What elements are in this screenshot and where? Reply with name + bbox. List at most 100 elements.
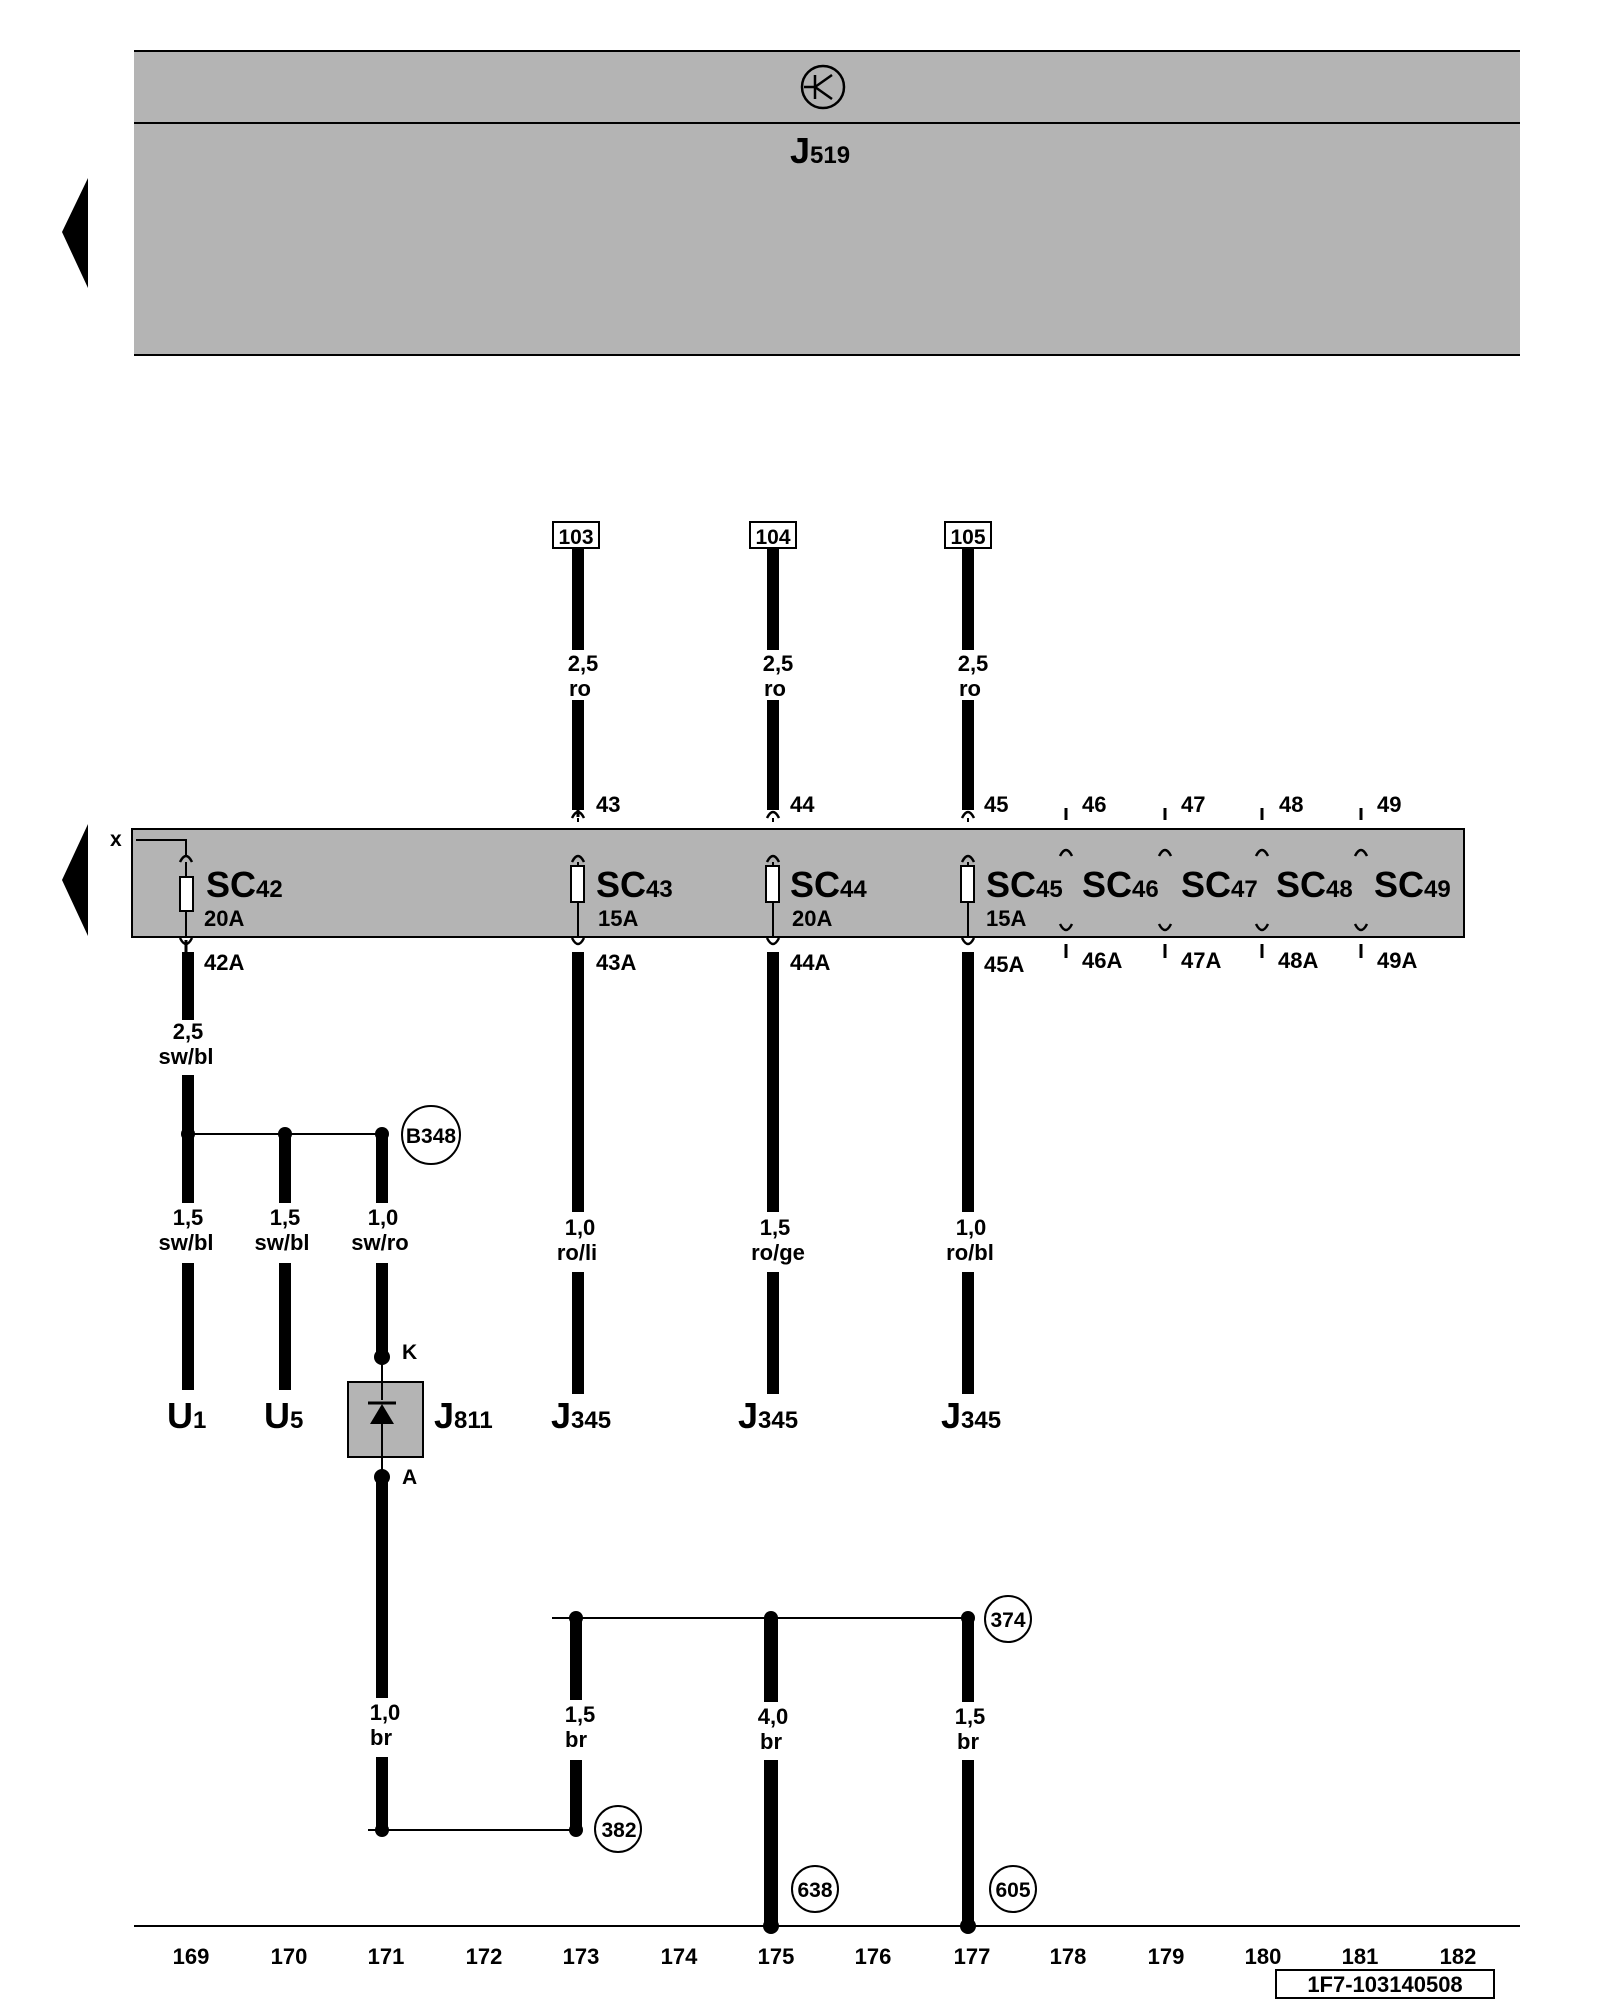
svg-text:br: br [760,1729,782,1754]
svg-text:382: 382 [601,1819,636,1842]
svg-text:1F7-103140508: 1F7-103140508 [1307,1972,1462,1997]
svg-text:1,5: 1,5 [270,1205,301,1230]
svg-text:sw/bl: sw/bl [254,1230,309,1255]
fuse-sc44: 44 SC44 20A 44A [765,792,867,975]
svg-text:1,0: 1,0 [370,1700,401,1725]
x-input-line [136,839,187,856]
svg-text:B348: B348 [406,1125,457,1148]
wire-top-104: 2,5 ro [763,548,794,810]
j811-label: J811 [434,1395,493,1436]
fuse-sc48: 48 SC48 48A [1254,792,1353,973]
wire-j345-c: 1,0 ro/bl J345 [941,952,1001,1436]
connection-b348 [401,1105,461,1165]
column-number: 181 [1342,1944,1379,1969]
ref-103: 103 [552,521,600,549]
svg-text:br: br [565,1727,587,1752]
svg-text:15A: 15A [986,906,1026,931]
svg-text:44: 44 [790,792,815,817]
column-number: 179 [1148,1944,1185,1969]
page-back-arrow-middle[interactable] [62,824,88,936]
u5-label: U5 [264,1395,303,1436]
column-numbers: 169 170 171 172 173 174 175 176 177 178 … [173,1944,1477,1969]
wire-j345-a: 1,0 ro/li J345 [551,952,611,1436]
svg-text:49A: 49A [1377,948,1417,973]
svg-text:45: 45 [984,792,1008,817]
fuse-sc46: 46 SC46 46A [1058,792,1159,973]
svg-text:47: 47 [1181,792,1205,817]
wire-j811-k: 1,0 sw/ro [351,1134,409,1356]
svg-text:1,5: 1,5 [760,1215,791,1240]
svg-text:4,0: 4,0 [758,1704,789,1729]
svg-text:SC46: SC46 [1082,864,1159,905]
wire-gnd-175: 4,0 br 638 [758,1618,839,1934]
svg-text:42A: 42A [204,950,244,975]
column-number: 175 [758,1944,795,1969]
connection-374 [984,1595,1032,1643]
column-number: 180 [1245,1944,1282,1969]
diode-icon [370,1404,394,1424]
wire-j345-b: 1,5 ro/ge J345 [738,952,805,1436]
fuse-sc43: 43 SC43 15A 43A [570,792,673,975]
svg-text:638: 638 [797,1879,832,1902]
wire-j811-a: 1,0 br [368,1477,576,1837]
svg-text:sw/ro: sw/ro [351,1230,408,1255]
svg-text:46: 46 [1082,792,1106,817]
svg-text:SC43: SC43 [596,864,673,905]
svg-text:ro: ro [959,676,981,701]
svg-text:45A: 45A [984,952,1024,977]
svg-text:105: 105 [950,526,985,549]
fuse-sc49: 49 SC49 49A [1353,792,1451,973]
component-j811: K A J811 [347,1341,493,1489]
column-number: 177 [954,1944,991,1969]
svg-text:ro/bl: ro/bl [946,1240,994,1265]
svg-text:SC42: SC42 [206,864,283,905]
ground-bus-374: 374 [552,1595,1032,1643]
svg-text:ro: ro [764,676,786,701]
column-number: 170 [271,1944,308,1969]
svg-text:A: A [402,1466,417,1489]
svg-text:ro/ge: ro/ge [751,1240,805,1265]
svg-text:SC44: SC44 [790,864,867,905]
wire-top-105: 2,5 ro [958,548,988,810]
svg-text:1,0: 1,0 [565,1215,596,1240]
svg-text:15A: 15A [598,906,638,931]
svg-text:br: br [370,1725,392,1750]
svg-text:sw/bl: sw/bl [158,1230,213,1255]
svg-text:103: 103 [558,526,593,549]
page-back-arrow-top[interactable] [62,178,88,288]
svg-text:605: 605 [995,1879,1030,1902]
fuse-sc45: 45 SC45 15A 45A [960,792,1063,977]
svg-text:20A: 20A [792,906,832,931]
junction-bus-b348: B348 [181,1105,461,1165]
column-number: 174 [661,1944,698,1969]
svg-text:2,5: 2,5 [173,1019,204,1044]
wire-u5: 1,5 sw/bl U5 [254,1134,310,1436]
svg-text:20A: 20A [204,906,244,931]
svg-text:ro: ro [569,676,591,701]
svg-text:SC47: SC47 [1181,864,1258,905]
svg-text:43A: 43A [596,950,636,975]
transistor-icon [800,64,846,110]
u1-label: U1 [167,1395,206,1436]
svg-text:2,5: 2,5 [568,651,599,676]
fuse-sc42: SC42 20A 42A [178,854,283,975]
column-number: 172 [466,1944,503,1969]
wire-gnd-177: 1,5 br 605 [955,1618,1037,1934]
connection-638 [791,1865,839,1913]
control-unit-j519: J519 [134,50,1520,356]
connection-605 [989,1865,1037,1913]
column-number: 182 [1440,1944,1477,1969]
svg-text:sw/bl: sw/bl [158,1044,213,1069]
svg-text:2,5: 2,5 [763,651,794,676]
wire-top-103: 2,5 ro [568,548,599,810]
column-number: 178 [1050,1944,1087,1969]
svg-text:1,0: 1,0 [956,1215,987,1240]
document-id: 1F7-103140508 [1275,1969,1495,1999]
svg-text:br: br [957,1729,979,1754]
connection-382 [594,1805,642,1853]
svg-text:48: 48 [1279,792,1303,817]
x-label: x [110,828,122,851]
svg-text:1,0: 1,0 [368,1205,399,1230]
svg-text:44A: 44A [790,950,830,975]
